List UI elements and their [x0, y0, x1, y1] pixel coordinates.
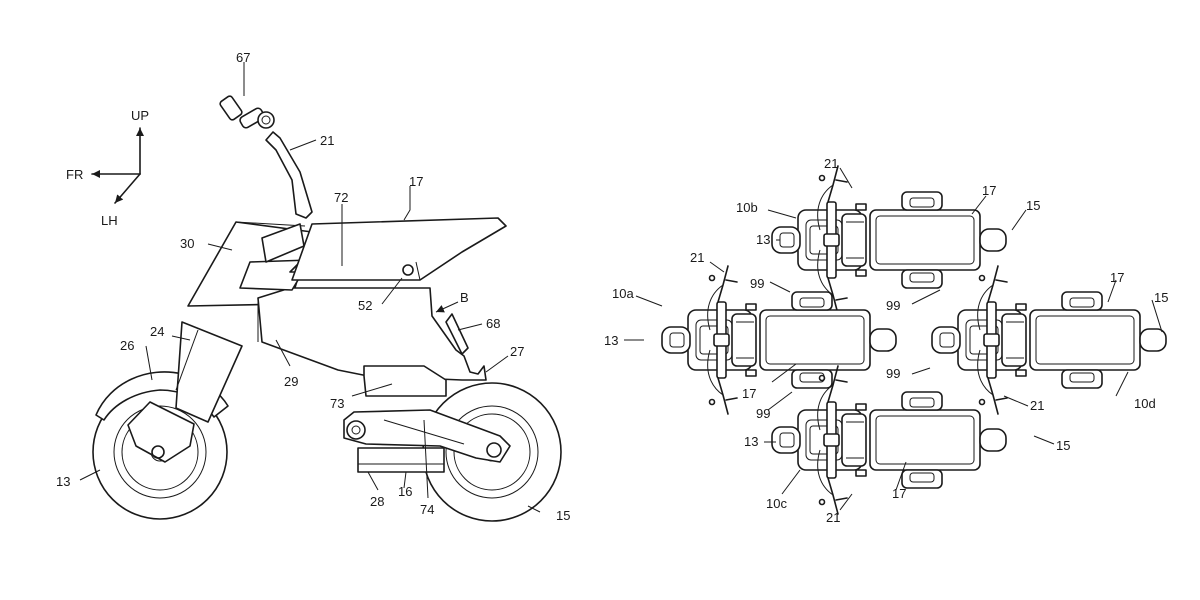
label-26: 26	[120, 338, 134, 353]
top-label-10d: 10d	[1134, 396, 1156, 411]
top-label-99c: 99	[886, 366, 900, 381]
top-label-21d: 21	[826, 510, 840, 525]
label-72: 72	[334, 190, 348, 205]
label-29: 29	[284, 374, 298, 389]
label-15: 15	[556, 508, 570, 523]
label-17: 17	[409, 174, 423, 189]
top-label-21b: 21	[690, 250, 704, 265]
top-label-15a: 15	[1026, 198, 1040, 213]
top-label-17a: 17	[982, 183, 996, 198]
vehicle-10a	[661, 265, 897, 415]
label-28: 28	[370, 494, 384, 509]
top-label-17d: 17	[892, 486, 906, 501]
top-label-13a: 13	[756, 232, 770, 247]
direction-axes: UP FR LH	[66, 108, 149, 228]
vehicle-10d	[931, 265, 1167, 415]
top-label-17c: 17	[742, 386, 756, 401]
label-52: 52	[358, 298, 372, 313]
label-B: B	[460, 290, 469, 305]
label-67: 67	[236, 50, 250, 65]
top-label-15c: 15	[1056, 438, 1070, 453]
top-label-17b: 17	[1110, 270, 1124, 285]
label-24: 24	[150, 324, 164, 339]
label-68: 68	[486, 316, 500, 331]
top-label-21a: 21	[824, 156, 838, 171]
label-13: 13	[56, 474, 70, 489]
axis-left-label: LH	[101, 213, 118, 228]
top-label-99d: 99	[756, 406, 770, 421]
label-30: 30	[180, 236, 194, 251]
top-label-13c: 13	[744, 434, 758, 449]
front-wheel	[92, 371, 229, 520]
label-74: 74	[420, 502, 434, 517]
top-label-10b: 10b	[736, 200, 758, 215]
top-label-99a: 99	[750, 276, 764, 291]
label-27: 27	[510, 344, 524, 359]
top-view: 21 17 15 10b 13 21 99 99 17 15 10a 13 99…	[604, 156, 1168, 525]
label-73: 73	[330, 396, 344, 411]
top-label-15b: 15	[1154, 290, 1168, 305]
label-16: 16	[398, 484, 412, 499]
top-label-21c: 21	[1030, 398, 1044, 413]
top-label-10c: 10c	[766, 496, 787, 511]
side-view: 67 21 17 72 30 52 B 68 24 26 27 29 73 13…	[56, 50, 570, 523]
top-label-10a: 10a	[612, 286, 634, 301]
axis-front-label: FR	[66, 167, 83, 182]
label-21: 21	[320, 133, 334, 148]
top-label-99b: 99	[886, 298, 900, 313]
axis-up-label: UP	[131, 108, 149, 123]
top-label-13b: 13	[604, 333, 618, 348]
